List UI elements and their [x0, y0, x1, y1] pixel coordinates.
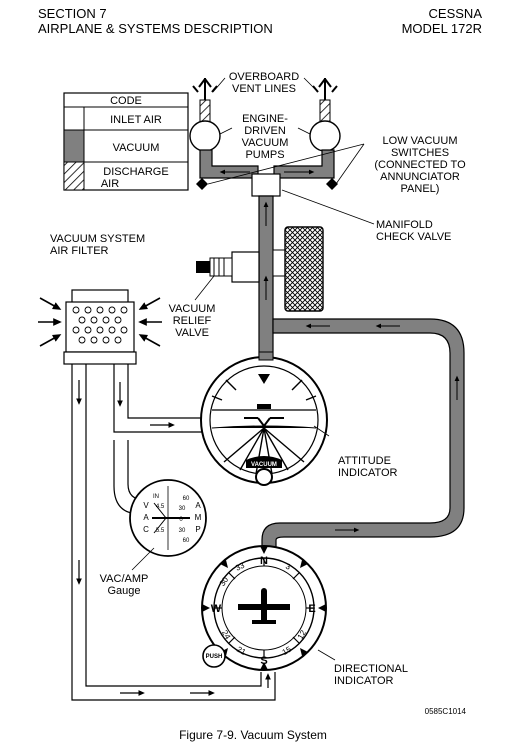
label-pumps-1: ENGINE- [242, 113, 288, 125]
label-vacamp-1: VAC/AMP [100, 573, 149, 585]
vacuum-system-air-filter [38, 289, 162, 365]
callout-relief: VACUUM RELIEF VALVE [169, 303, 216, 339]
directional-indicator: N S E W 33 30 3 12 15 21 24 PUSH [201, 545, 327, 671]
section-title: SECTION 7 [38, 6, 107, 21]
gauge-tick-4-5: 4.5 [156, 504, 165, 510]
label-lowvac-5: PANEL) [401, 183, 440, 195]
callout-pumps: ENGINE- DRIVEN VACUUM PUMPS [242, 113, 289, 161]
push-label: PUSH [206, 654, 223, 660]
callout-low-vacuum: LOW VACUUM SWITCHES (CONNECTED TO ANNUNC… [374, 135, 466, 195]
label-directional-2: INDICATOR [334, 675, 394, 687]
label-pumps-2: DRIVEN [244, 125, 286, 137]
legend-vacuum: VACUUM [113, 142, 160, 154]
model: MODEL 172R [401, 21, 482, 36]
label-overboard-1: OVERBOARD [229, 71, 299, 83]
label-relief-3: VALVE [175, 327, 209, 339]
attitude-indicator: VACUUM [200, 356, 328, 486]
label-directional-1: DIRECTIONAL [334, 663, 408, 675]
label-vacamp-2: Gauge [107, 585, 140, 597]
attitude-knob [255, 468, 273, 486]
label-manifold-1: MANIFOLD [376, 219, 433, 231]
callout-filter: VACUUM SYSTEM AIR FILTER [50, 233, 145, 257]
manifold-check-valve [251, 173, 281, 197]
airplane-symbol [238, 588, 290, 624]
compass-s: S [260, 655, 267, 667]
label-pumps-3: VACUUM [242, 137, 289, 149]
main-vacuum-line [258, 195, 274, 361]
legend-inlet: INLET AIR [110, 114, 162, 126]
gauge-a: A [143, 513, 149, 522]
vacuum-swatch [63, 129, 85, 163]
label-relief-1: VACUUM [169, 303, 216, 315]
compass-e: E [308, 603, 315, 615]
callout-overboard: OVERBOARD VENT LINES [229, 71, 299, 95]
vacuum-pump-right [309, 78, 341, 152]
relief-valve-filter [284, 226, 324, 312]
compass-3: 3 [284, 562, 292, 572]
label-lowvac-4: ANNUNCIATOR [380, 171, 460, 183]
gauge-tick-60b: 60 [183, 538, 190, 544]
label-filter-2: AIR FILTER [50, 245, 109, 257]
gauge-m: M [195, 513, 202, 522]
code-legend: CODE INLET AIR VACUUM DISCHARGE AIR [63, 92, 189, 191]
attitude-vacuum-label: VACUUM [251, 462, 277, 468]
gauge-v: V [143, 501, 149, 510]
pump-vacuum-lines [196, 149, 338, 197]
label-pumps-4: PUMPS [245, 149, 284, 161]
label-attitude-2: INDICATOR [338, 467, 398, 479]
callout-vacamp: VAC/AMP Gauge [100, 573, 149, 597]
compass-33: 33 [234, 561, 246, 573]
manufacturer: CESSNA [428, 6, 482, 21]
push-knob [202, 644, 226, 668]
vacuum-relief-valve [196, 226, 324, 312]
model-header: CESSNA MODEL 172R [402, 6, 482, 36]
label-lowvac-2: SWITCHES [391, 147, 449, 159]
gauge-c: C [143, 525, 149, 534]
callout-attitude: ATTITUDE INDICATOR [338, 455, 398, 479]
callout-manifold: MANIFOLD CHECK VALVE [376, 219, 451, 243]
gauge-tick-30a: 30 [179, 506, 186, 512]
part-number: 0585C1014 [424, 707, 466, 716]
section-subtitle: AIRPLANE & SYSTEMS DESCRIPTION [38, 21, 273, 36]
gauge-tick-0: 0 [179, 517, 183, 523]
callout-directional: DIRECTIONAL INDICATOR [334, 663, 408, 687]
gauge-in: IN [153, 494, 159, 500]
gauge-tick-5-5: 5.5 [156, 528, 165, 534]
gauge-tick-30b: 30 [179, 528, 186, 534]
gauge-p: P [195, 525, 200, 534]
label-filter-1: VACUUM SYSTEM [50, 233, 145, 245]
compass-n: N [260, 555, 268, 567]
gauge-tick-60a: 60 [183, 496, 190, 502]
compass-w: W [211, 603, 222, 615]
label-overboard-2: VENT LINES [232, 83, 296, 95]
label-attitude-1: ATTITUDE [338, 455, 391, 467]
legend-discharge: DISCHARGE [103, 166, 168, 178]
discharge-swatch [63, 161, 85, 191]
vac-amp-gauge: V A C A M P IN 4.5 5.5 60 30 0 30 60 [129, 479, 207, 557]
figure-caption: Figure 7-9. Vacuum System [179, 728, 327, 742]
label-relief-2: RELIEF [173, 315, 212, 327]
label-lowvac-3: (CONNECTED TO [374, 159, 466, 171]
gauge-a2: A [195, 501, 201, 510]
callout-leaders [131, 77, 375, 661]
legend-title: CODE [110, 95, 142, 107]
legend-discharge-air: AIR [101, 178, 119, 190]
section-header: SECTION 7 AIRPLANE & SYSTEMS DESCRIPTION [38, 6, 273, 36]
label-manifold-2: CHECK VALVE [376, 231, 451, 243]
label-lowvac-1: LOW VACUUM [383, 135, 458, 147]
